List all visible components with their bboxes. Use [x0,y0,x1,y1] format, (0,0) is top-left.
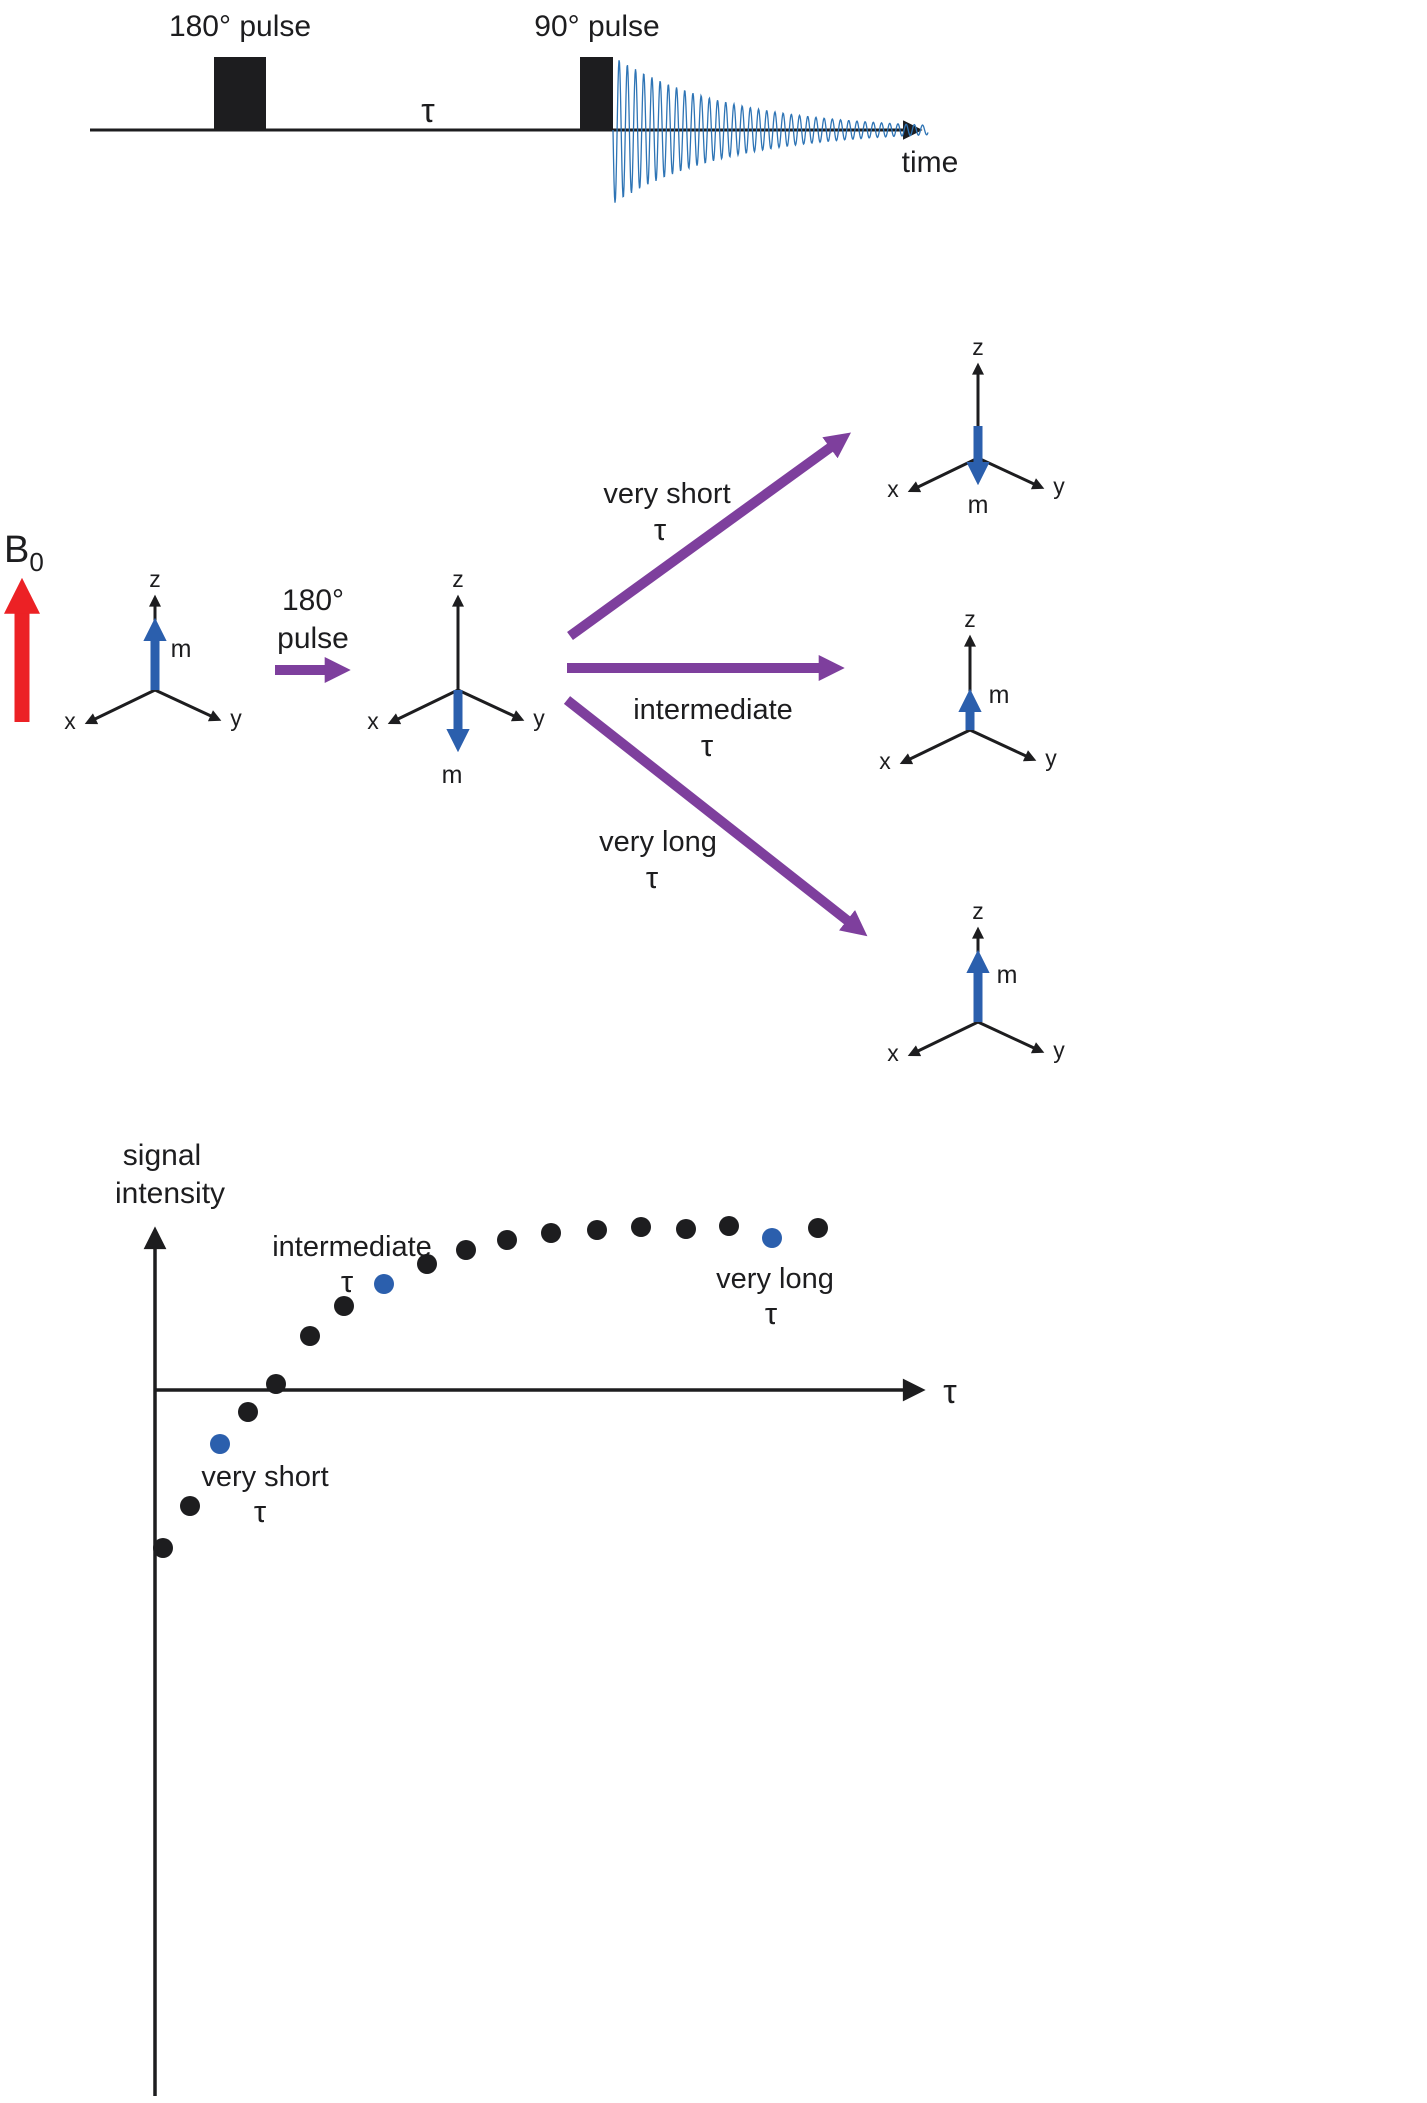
data-point [456,1240,476,1260]
branch-arrow-very-long [563,696,868,937]
data-point [266,1374,286,1394]
m-label: m [968,491,989,519]
y-label: y [1053,473,1065,499]
z-label: z [972,334,984,360]
data-point [417,1254,437,1274]
data-point [300,1326,320,1346]
scatter-points [153,1216,828,1558]
annotation-tau-very-short: τ [254,1494,266,1529]
data-point [631,1217,651,1237]
data-point [334,1296,354,1316]
annotation-very-long: very long [716,1263,834,1295]
x-axis [907,456,979,493]
y-axis [977,456,1045,490]
y-axis-title-line2: intensity [115,1177,225,1210]
data-point [587,1220,607,1240]
x-label: x [887,476,899,502]
m-label: m [997,961,1018,989]
y-axis [457,688,525,722]
fid-signal [612,60,929,203]
branch-arrow-very-short [567,432,852,641]
annotation-very-short: very short [201,1461,328,1493]
x-label: x [887,1040,899,1066]
data-point [808,1218,828,1238]
y-label: y [1053,1037,1065,1063]
pulse-90-label: 90° pulse [534,10,659,43]
y-label: y [230,705,242,731]
branch-label-very-short: very short [603,478,730,510]
m-label: m [442,761,463,789]
y-label: y [533,705,545,731]
b0-field: B0 [3,529,44,722]
data-point [497,1230,517,1250]
data-point [238,1402,258,1422]
y-label: y [1045,745,1057,771]
annotation-tau-very-long: τ [765,1296,777,1331]
pulse-transform: 180° pulse [275,584,351,683]
x-axis [899,728,971,765]
vector-diagram-very-short: z x y m [887,334,1065,519]
annotation-tau-intermediate: τ [341,1264,353,1299]
vector-diagram-very-long: z x y m [887,898,1065,1066]
time-label: time [902,146,959,179]
pulse-180-block [214,57,266,130]
x-axis [907,1020,979,1057]
vector-diagram-intermediate: z x y m [879,606,1057,774]
branch-tau-very-long: τ [646,860,658,895]
x-label: x [64,708,76,734]
branch-label-very-long: very long [599,826,717,858]
m-label: m [989,681,1010,709]
pulse-90-block [580,57,613,130]
data-point [676,1219,696,1239]
y-axis [969,728,1037,762]
vector-diagram-equilibrium: z x y m [64,566,242,734]
y-axis-title-line1: signal [123,1139,201,1172]
x-axis [84,688,156,725]
transform-label-line2: pulse [277,622,349,655]
z-label: z [149,566,161,592]
highlighted-data-point [374,1274,394,1294]
highlighted-data-point [210,1434,230,1454]
data-point [153,1538,173,1558]
b0-symbol: B [4,529,29,571]
branch-label-intermediate: intermediate [633,694,793,726]
z-label: z [964,606,976,632]
vector-diagram-inverted: z x y m [367,566,545,789]
z-label: z [452,566,464,592]
delay-tau-label: τ [421,92,435,130]
transform-label-line1: 180° [282,584,344,617]
b0-label: B0 [4,529,44,577]
branch-tau-intermediate: τ [701,728,713,763]
data-point [180,1496,200,1516]
z-label: z [972,898,984,924]
annotation-intermediate: intermediate [272,1231,432,1263]
m-label: m [171,635,192,663]
y-axis [977,1020,1045,1054]
data-point [541,1223,561,1243]
pulse-180-label: 180° pulse [169,10,311,43]
pulse-sequence-panel: 180° pulse 90° pulse τ time [90,10,958,203]
x-label: x [367,708,379,734]
x-axis [387,688,459,725]
highlighted-data-point [762,1228,782,1248]
branch-tau-very-short: τ [654,512,666,547]
b0-subscript: 0 [29,547,43,577]
y-axis [154,688,222,722]
data-point [719,1216,739,1236]
tau-branches: very short τ intermediate τ very long τ [563,432,868,937]
x-label: x [879,748,891,774]
recovery-plot: signal intensity τ very short τ intermed… [115,1139,957,2096]
x-axis-title: τ [943,1373,957,1411]
